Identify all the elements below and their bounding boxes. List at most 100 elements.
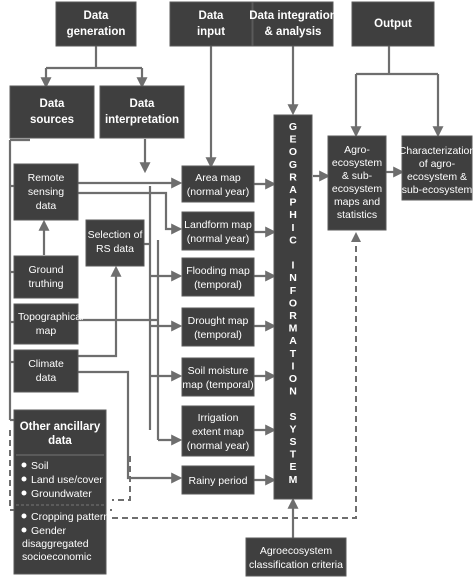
gis-letter: R	[289, 171, 297, 183]
ancillary-title-line2: data	[48, 435, 72, 447]
gis-letter: O	[289, 297, 297, 309]
gis-letter: N	[289, 272, 297, 284]
ancillary-item-soil: Soil	[31, 460, 49, 472]
ancillary-item-disaggregated: disaggregated	[22, 538, 89, 550]
area-map-line1: Area map	[195, 172, 241, 184]
data-interpretation-line1: Data	[130, 98, 156, 110]
agro-maps-line6: statistics	[337, 209, 377, 221]
gis-letter: F	[290, 285, 297, 297]
bullet-icon	[21, 513, 27, 519]
header-output: Output	[351, 1, 435, 47]
ancillary-item-groundwater: Groundwater	[31, 488, 92, 500]
box-ground-truthing: Ground truthing	[13, 255, 79, 299]
gis-letter: P	[289, 197, 296, 209]
header-data-generation-line2: generation	[67, 26, 126, 38]
landform-map-line1: Landform map	[184, 219, 252, 231]
header-data-integration-line2: & analysis	[265, 26, 322, 38]
box-landform-map: Landform map (normal year)	[181, 211, 255, 251]
remote-sensing-line2: sensing	[28, 186, 64, 198]
box-climate-data: Climate data	[13, 349, 79, 393]
gis-letter: I	[292, 222, 295, 234]
header-data-integration-line1: Data integration	[249, 10, 337, 22]
box-data-interpretation: Data interpretation	[99, 85, 185, 139]
gis-letter: R	[289, 310, 297, 322]
header-output-line1: Output	[374, 18, 412, 30]
topographical-map-line2: map	[36, 325, 57, 337]
gis-letter: S	[289, 436, 296, 448]
selection-rs-line1: Selection of	[88, 229, 143, 241]
irrigation-map-line1: Irrigation	[198, 412, 239, 424]
box-characterization: Characterization of agro- ecosystem & su…	[399, 135, 474, 201]
gis-letter: S	[289, 411, 296, 423]
header-data-integration: Data integration & analysis	[249, 1, 337, 47]
header-data-generation-line1: Data	[84, 10, 110, 22]
box-data-sources: Data sources	[9, 85, 95, 139]
criteria-line2: classification criteria	[249, 559, 343, 571]
topographical-map-line1: Topographical	[18, 311, 83, 323]
box-irrigation-map: Irrigation extent map (normal year)	[181, 405, 255, 457]
connector-lines	[8, 46, 444, 538]
box-classification-criteria: Agroecosystem classification criteria	[245, 537, 347, 577]
gis-letter: H	[289, 209, 297, 221]
climate-data-line2: data	[36, 372, 57, 384]
header-data-input-line1: Data	[199, 10, 225, 22]
agro-maps-line4: ecosystem	[332, 183, 382, 195]
gis-letter: C	[289, 234, 297, 246]
gis-letter: E	[289, 134, 296, 146]
header-data-input: Data input	[169, 1, 253, 47]
ancillary-item-cropping: Cropping pattern	[31, 511, 109, 523]
box-topographical-map: Topographical map	[13, 303, 83, 345]
soil-moisture-line1: Soil moisture	[188, 365, 249, 377]
bullet-icon	[21, 490, 27, 496]
agro-maps-line2: ecosystem	[332, 157, 382, 169]
characterization-line4: sub-ecosystem	[402, 184, 473, 196]
ground-truthing-line1: Ground	[28, 264, 63, 276]
gis-letter: N	[289, 386, 297, 398]
gis-letter: O	[289, 146, 297, 158]
box-other-ancillary: Other ancillary data Soil Land use/cover…	[13, 409, 109, 575]
landform-map-line2: (normal year)	[187, 233, 249, 245]
characterization-line2: of agro-	[419, 158, 456, 170]
gis-letter: G	[289, 159, 297, 171]
selection-rs-line2: RS data	[96, 243, 134, 255]
box-area-map: Area map (normal year)	[181, 165, 255, 203]
bullet-icon	[21, 476, 27, 482]
irrigation-map-line3: (normal year)	[187, 440, 249, 452]
characterization-line3: ecosystem &	[407, 171, 467, 183]
characterization-line1: Characterization	[399, 145, 474, 157]
agro-maps-line5: maps and	[334, 196, 380, 208]
ancillary-item-socioeconomic: socioeconomic	[22, 551, 91, 563]
box-flooding-map: Flooding map (temporal)	[181, 257, 255, 297]
drought-map-line1: Drought map	[188, 315, 249, 327]
flooding-map-line2: (temporal)	[194, 279, 242, 291]
area-map-line2: (normal year)	[187, 186, 249, 198]
box-selection-rs: Selection of RS data	[85, 219, 145, 267]
criteria-line1: Agroecosystem	[260, 545, 333, 557]
agro-maps-line1: Agro-	[344, 144, 370, 156]
irrigation-map-line2: extent map	[192, 426, 244, 438]
gis-letter: A	[289, 184, 297, 196]
soil-moisture-line2: map (temporal)	[182, 379, 253, 391]
data-interpretation-line2: interpretation	[105, 114, 179, 126]
gis-letter: T	[290, 449, 297, 461]
box-agro-maps: Agro- ecosystem & sub- ecosystem maps an…	[327, 135, 387, 231]
gis-letter: M	[289, 323, 298, 335]
bullet-icon	[21, 527, 27, 533]
agro-maps-line3: & sub-	[342, 170, 373, 182]
flooding-map-line1: Flooding map	[186, 265, 250, 277]
gis-letter: M	[289, 474, 298, 486]
data-sources-line2: sources	[30, 114, 74, 126]
header-data-input-line2: input	[197, 26, 225, 38]
rainy-period-label: Rainy period	[189, 475, 248, 487]
remote-sensing-line3: data	[36, 200, 57, 212]
box-soil-moisture-map: Soil moisture map (temporal)	[181, 357, 255, 397]
ancillary-item-land-use: Land use/cover	[31, 474, 103, 486]
box-drought-map: Drought map (temporal)	[181, 307, 255, 347]
drought-map-line2: (temporal)	[194, 329, 242, 341]
gis-letter: Y	[289, 423, 296, 435]
gis-letter: A	[289, 335, 297, 347]
header-data-generation: Data generation	[55, 1, 137, 47]
